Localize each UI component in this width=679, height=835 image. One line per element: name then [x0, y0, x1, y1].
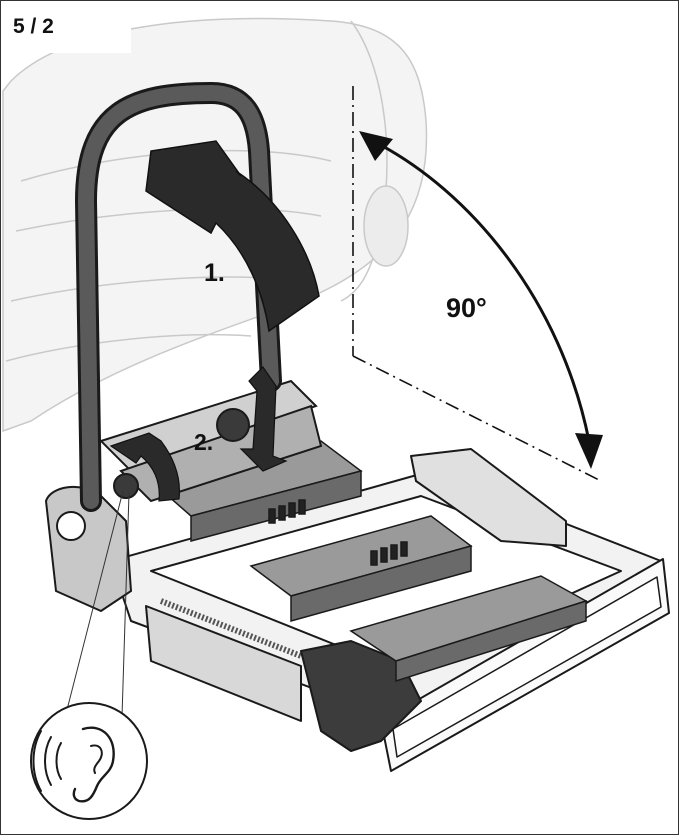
step-number: 5 / 2: [3, 3, 131, 53]
arc-arrowhead-top: [359, 131, 393, 161]
hearing-leader-lines: [58, 490, 130, 750]
angle-arc: [359, 131, 603, 469]
ear-icon: [30, 702, 148, 820]
arc-arrowhead-bottom: [575, 433, 603, 469]
rotate-up-arrow-icon: [145, 140, 320, 333]
step-2-callout: 2.: [194, 429, 214, 455]
angle-reference-lines: [352, 86, 602, 482]
module-rows: [149, 440, 588, 683]
rotate-knob-arrow-icon: [109, 366, 288, 502]
step-1-callout: 1.: [204, 259, 225, 287]
rotation-knob: [216, 408, 250, 442]
angle-label: 90°: [446, 293, 487, 323]
